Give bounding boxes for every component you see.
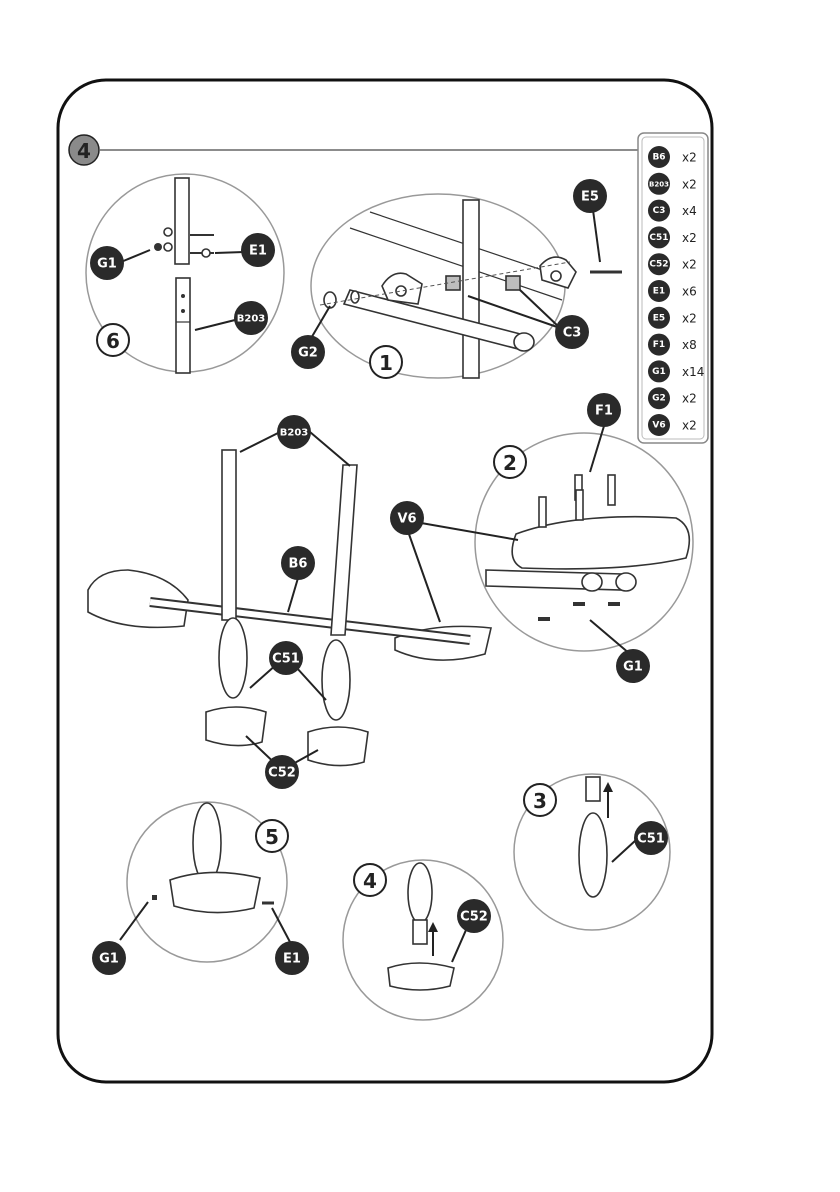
callout-main-c52: C52 [265, 755, 299, 789]
part-code: C51 [649, 233, 668, 243]
part-code: F1 [653, 340, 665, 350]
part-code: E5 [653, 313, 665, 323]
detail-number-label: 2 [503, 451, 517, 475]
callout-label: B203 [237, 314, 266, 325]
callout-label: B6 [289, 557, 308, 572]
part-quantity: x4 [682, 204, 697, 218]
detail-number-6: 6 [97, 324, 129, 356]
callout-label: E5 [581, 190, 599, 205]
part-code: G1 [652, 367, 666, 377]
callout-label: E1 [283, 952, 301, 967]
callout-label: B203 [280, 428, 309, 439]
callout-d1-e5: E5 [573, 179, 607, 213]
part-code: C3 [653, 206, 666, 216]
callout-d6-g1: G1 [90, 246, 124, 280]
detail-number-label: 4 [363, 869, 377, 893]
part-quantity: x8 [682, 338, 697, 352]
callout-label: C51 [637, 832, 665, 847]
part-code: V6 [652, 421, 665, 431]
callout-d5-g1: G1 [92, 941, 126, 975]
callout-d4-c52: C52 [457, 899, 491, 933]
parts-list: B6x2B203x2C3x4C51x2C52x2E1x6E5x2F1x8G1x1… [638, 133, 708, 443]
detail-number-4: 4 [354, 864, 386, 896]
callout-label: F1 [595, 404, 613, 419]
part-quantity: x2 [682, 151, 697, 165]
detail-number-label: 6 [106, 329, 120, 353]
step-badge: 4 [69, 135, 99, 165]
part-code: E1 [653, 287, 665, 297]
detail-number-1: 1 [370, 346, 402, 378]
callout-main-v6: V6 [390, 501, 424, 535]
part-quantity: x2 [682, 311, 697, 325]
part-code: C52 [649, 260, 668, 270]
callout-label: C52 [268, 766, 296, 781]
callout-label: C51 [272, 652, 300, 667]
part-code: G2 [652, 394, 666, 404]
callout-d6-b203: B203 [234, 301, 268, 335]
callout-d2-g1: G1 [616, 649, 650, 683]
callout-d2-f1: F1 [587, 393, 621, 427]
step-number: 4 [77, 139, 91, 163]
detail-number-3: 3 [524, 784, 556, 816]
callout-d6-e1: E1 [241, 233, 275, 267]
part-quantity: x2 [682, 231, 697, 245]
callout-d1-c3: C3 [555, 315, 589, 349]
callout-label: V6 [397, 512, 416, 527]
part-quantity: x2 [682, 177, 697, 191]
callout-label: C52 [460, 910, 488, 925]
callout-main-b203: B203 [277, 415, 311, 449]
part-quantity: x6 [682, 285, 697, 299]
detail-number-label: 3 [533, 789, 547, 813]
callout-d3-c51: C51 [634, 821, 668, 855]
detail-1 [310, 194, 622, 378]
callout-label: E1 [249, 244, 267, 259]
part-quantity: x2 [682, 419, 697, 433]
detail-number-label: 5 [265, 825, 279, 849]
part-quantity: x2 [682, 258, 697, 272]
detail-number-label: 1 [379, 351, 393, 375]
part-quantity: x14 [682, 365, 704, 379]
callout-label: G2 [298, 346, 318, 361]
callout-d1-g2: G2 [291, 335, 325, 369]
callout-label: G1 [99, 952, 119, 967]
part-code: B203 [649, 180, 669, 188]
callout-label: G1 [623, 660, 643, 675]
main-assembly [88, 432, 518, 770]
detail-number-5: 5 [256, 820, 288, 852]
callout-main-b6: B6 [281, 546, 315, 580]
detail-number-2: 2 [494, 446, 526, 478]
part-quantity: x2 [682, 392, 697, 406]
part-code: B6 [652, 153, 665, 163]
callout-label: G1 [97, 257, 117, 272]
callout-main-c51: C51 [269, 641, 303, 675]
callout-d5-e1: E1 [275, 941, 309, 975]
callout-label: C3 [563, 326, 582, 341]
